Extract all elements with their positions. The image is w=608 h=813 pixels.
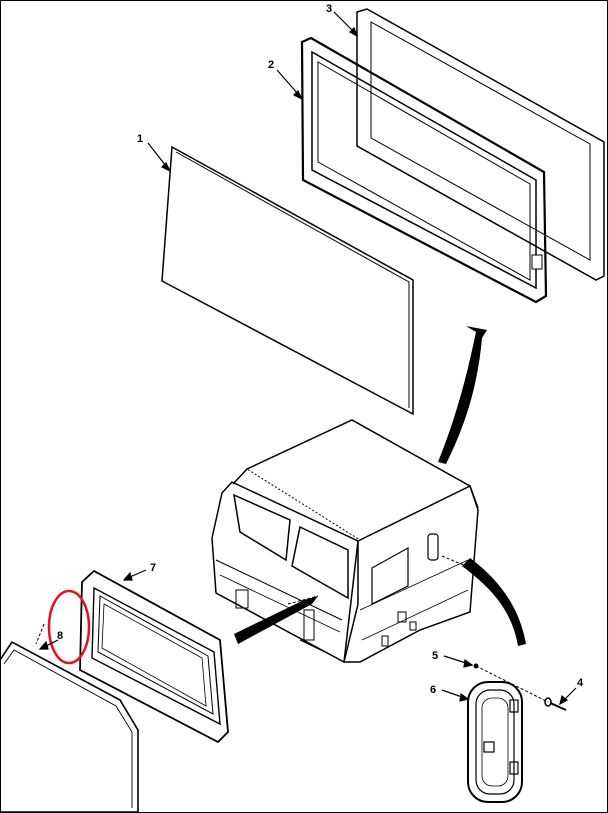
callout-2: 2 [268, 59, 274, 71]
highlight-circle [47, 589, 91, 665]
cab-body [211, 419, 479, 664]
callout-6: 6 [430, 684, 436, 696]
callout-5: 5 [432, 650, 438, 662]
curved-arrow-lower [462, 558, 526, 646]
part-1-glass-pane [161, 145, 414, 416]
leader-cab-front [287, 595, 319, 605]
callout-leaders [38, 11, 577, 706]
callout-8: 8 [57, 630, 63, 642]
wedge-arrow-front [234, 596, 318, 644]
callout-1: 1 [137, 133, 143, 145]
part-3-outer-frame [356, 8, 605, 281]
part-4-screw [544, 697, 567, 711]
curved-arrow-upper [438, 326, 487, 464]
part-2-seal [300, 36, 548, 304]
callout-4: 4 [577, 677, 584, 689]
callout-7: 7 [150, 562, 156, 574]
callout-3: 3 [326, 3, 332, 15]
part-6-hatch [467, 681, 523, 803]
part-7-window-frame [79, 569, 229, 744]
part-8-glass [0, 640, 139, 813]
